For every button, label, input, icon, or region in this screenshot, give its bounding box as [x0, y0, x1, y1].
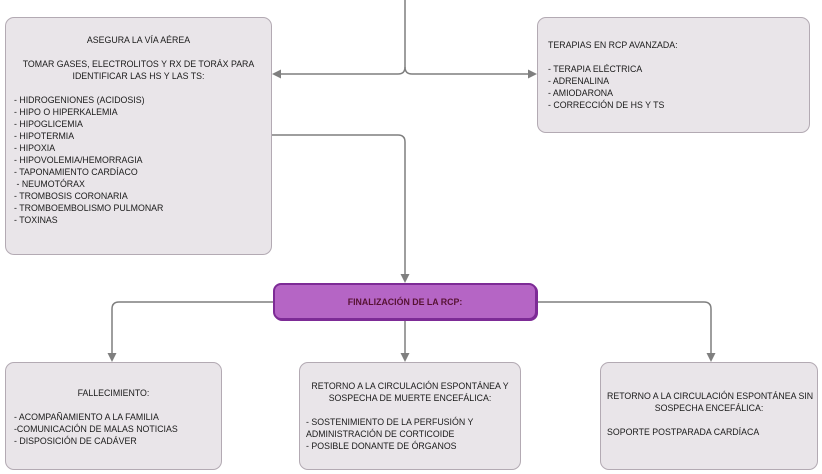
arrowhead-left-icon	[272, 69, 281, 79]
node-item: - AMIODARONA	[548, 88, 614, 98]
node-item: - TERAPIA ELÉCTRICA	[548, 64, 643, 74]
node-subtitle-line1: TOMAR GASES, ELECTROLITOS Y RX DE TORÁX …	[22, 59, 255, 69]
node-item: - HIPOGLICEMIA	[14, 119, 83, 129]
node-item: - SOSTENIMIENTO DE LA PERFUSIÓN Y	[306, 417, 474, 427]
node-rosc-brain-death: RETORNO A LA CIRCULACIÓN ESPONTÁNEA Y SO…	[299, 362, 521, 470]
arrowhead-right-icon	[528, 69, 537, 79]
arrowhead-down-icon	[400, 353, 410, 362]
node-airway: ASEGURA LA VÍA AÉREA TOMAR GASES, ELECTR…	[5, 17, 272, 255]
node-finalization: FINALIZACIÓN DE LA RCP:	[273, 283, 537, 320]
arrowhead-down-icon	[706, 353, 716, 362]
node-item: SOPORTE POSTPARADA CARDÍACA	[607, 427, 760, 437]
node-item: - HIPOVOLEMIA/HEMORRAGIA	[14, 155, 143, 165]
node-title: TERAPIAS EN RCP AVANZADA:	[548, 40, 678, 50]
node-title-line2: SOSPECHA DE MUERTE ENCEFÁLICA:	[328, 393, 492, 403]
node-death: FALLECIMIENTO: - ACOMPAÑAMIENTO A LA FAM…	[5, 362, 222, 470]
node-advanced-therapies: TERAPIAS EN RCP AVANZADA: - TERAPIA ELÉC…	[537, 17, 810, 133]
node-item: - HIDROGENIONES (ACIDOSIS)	[14, 95, 145, 105]
node-item: - DISPOSICIÓN DE CADÁVER	[14, 436, 137, 446]
node-item: - NEUMOTÓRAX	[14, 179, 85, 189]
spacer	[607, 414, 811, 426]
node-item: ADMINISTRACIÓN DE CORTICOIDE	[306, 429, 455, 439]
node-item: - HIPOXIA	[14, 143, 56, 153]
node-title-line1: RETORNO A LA CIRCULACIÓN ESPONTÁNEA SIN	[607, 391, 814, 401]
connector-top-to-therapies	[404, 66, 528, 75]
node-title-line2: SOSPECHA ENCEFÁLICA:	[654, 403, 764, 413]
node-item: - POSIBLE DONANTE DE ÓRGANOS	[306, 441, 457, 451]
spacer	[548, 51, 799, 63]
node-item: - HIPOTERMIA	[14, 131, 75, 141]
spacer	[14, 82, 263, 94]
spacer	[14, 399, 213, 411]
node-item: - TROMBOSIS CORONARIA	[14, 191, 128, 201]
node-title: FALLECIMIENTO:	[77, 388, 150, 398]
node-title: ASEGURA LA VÍA AÉREA	[86, 35, 191, 45]
node-title: FINALIZACIÓN DE LA RCP:	[347, 296, 463, 307]
node-title-line1: RETORNO A LA CIRCULACIÓN ESPONTÁNEA Y	[311, 381, 509, 391]
spacer	[306, 404, 514, 416]
node-subtitle-line2: IDENTIFICAR LAS HS Y LAS TS:	[72, 71, 205, 81]
node-item: - HIPO O HIPERKALEMIA	[14, 107, 118, 117]
connector-finalization-to-rosc-ns	[537, 301, 712, 353]
arrowhead-down-icon	[107, 353, 117, 362]
arrowhead-down-icon	[400, 274, 410, 283]
connector-top-to-airway	[281, 0, 406, 75]
node-rosc-no-suspicion: RETORNO A LA CIRCULACIÓN ESPONTÁNEA SIN …	[600, 362, 818, 470]
node-item: - ACOMPAÑAMIENTO A LA FAMILIA	[14, 412, 159, 422]
connector-airway-to-finalization	[272, 134, 406, 274]
node-item: - CORRECCIÓN DE HS Y TS	[548, 100, 665, 110]
node-item: - TOXINAS	[14, 215, 58, 225]
node-item: -COMUNICACIÓN DE MALAS NOTICIAS	[14, 424, 178, 434]
connector-finalization-to-death	[111, 301, 273, 353]
spacer	[14, 46, 263, 58]
node-item: - TROMBOEMBOLISMO PULMONAR	[14, 203, 164, 213]
node-item: - TAPONAMIENTO CARDÍACO	[14, 167, 138, 177]
node-item: - ADRENALINA	[548, 76, 610, 86]
